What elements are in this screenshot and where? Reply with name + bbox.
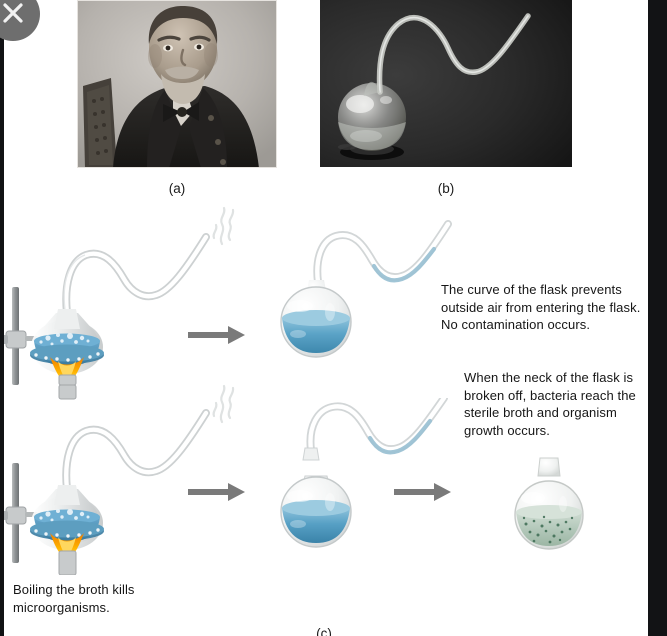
right-edge-bar: [648, 0, 667, 636]
diagram-row1-sterile-flask: [268, 218, 468, 358]
caption-broken-neck-contamination: When the neck of the flask is broken off…: [464, 370, 636, 438]
process-arrow-row2-a: [188, 482, 246, 507]
figure-label-a: (a): [168, 181, 186, 196]
diagram-row2-contaminated-flask: [500, 452, 600, 558]
steam-wisp-icon: [200, 200, 250, 250]
figure-label-b: (b): [437, 181, 455, 196]
caption-boiling-kills-microorganisms: Boiling the broth kills microorganisms.: [13, 582, 135, 615]
close-x-glyph: [3, 3, 23, 23]
caption-no-contamination: The curve of the flask prevents outside …: [441, 282, 641, 332]
close-icon[interactable]: [0, 0, 40, 41]
process-arrow-row2-b: [394, 482, 452, 507]
louis-pasteur-portrait-photograph: [77, 0, 277, 168]
steam-wisp-icon: [200, 378, 250, 428]
swan-neck-flask-photograph: [320, 0, 572, 167]
left-edge-bar: [0, 0, 4, 636]
figure-label-c: (c): [316, 626, 332, 636]
diagram-row2-broken-neck-flask: [268, 394, 468, 548]
diagram-row2-boiling-flask: [0, 384, 260, 576]
process-arrow-row1: [188, 325, 246, 350]
